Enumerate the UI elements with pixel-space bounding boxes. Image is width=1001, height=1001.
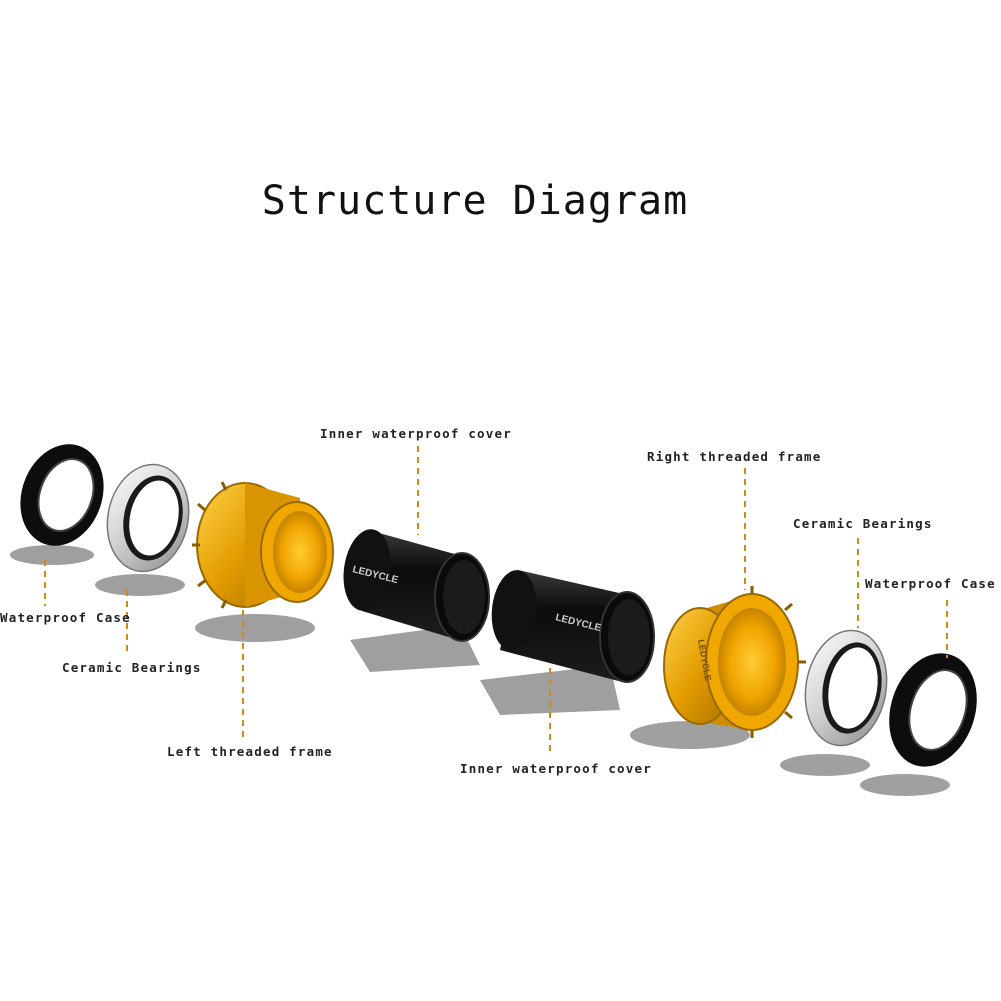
diagram-title: Structure Diagram — [261, 178, 689, 224]
label-right-waterproof-case: Waterproof Case — [865, 576, 996, 591]
shadow — [860, 774, 950, 796]
label-right-threaded-frame: Right threaded frame — [647, 449, 822, 464]
shadow — [780, 754, 870, 776]
shadow — [350, 625, 480, 672]
left-waterproof-case — [20, 444, 104, 546]
right-inner-waterproof-cover: LEDYCLE — [491, 570, 655, 683]
label-left-inner-waterproof-cover: Inner waterproof cover — [320, 426, 512, 441]
shadow — [10, 545, 94, 565]
label-left-waterproof-case: Waterproof Case — [0, 610, 131, 625]
right-ceramic-bearing — [804, 629, 888, 747]
left-threaded-frame — [192, 481, 334, 609]
left-inner-waterproof-cover: LEDYCLE — [343, 529, 490, 642]
shadow — [95, 574, 185, 596]
right-waterproof-case — [889, 653, 977, 767]
label-left-ceramic-bearings: Ceramic Bearings — [62, 660, 202, 675]
leader-lines — [44, 446, 948, 752]
label-right-inner-waterproof-cover: Inner waterproof cover — [460, 761, 652, 776]
label-right-ceramic-bearings: Ceramic Bearings — [793, 516, 933, 531]
right-threaded-frame: LEDYCLE — [663, 586, 806, 738]
label-left-threaded-frame: Left threaded frame — [167, 744, 333, 759]
shadow — [630, 721, 750, 749]
shadow — [195, 614, 315, 642]
left-ceramic-bearing — [106, 463, 190, 573]
